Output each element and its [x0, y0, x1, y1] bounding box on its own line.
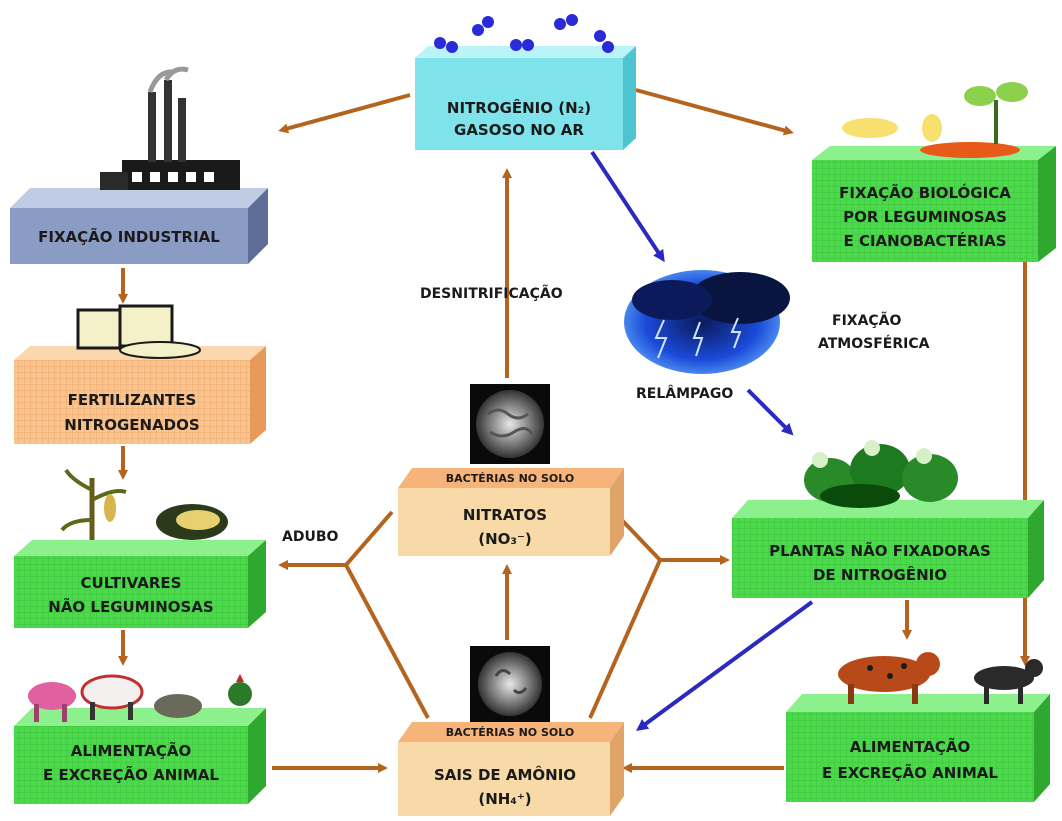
bean-plants-icon: [804, 440, 958, 508]
animal-right-label-line2: E EXCREÇÃO ANIMAL: [822, 763, 998, 782]
ammonifying-bacteria-micrograph-icon: [470, 646, 550, 722]
ammonium-label-line1: SAIS DE AMÔNIO: [434, 765, 576, 784]
fertilizers-label-line1: FERTILIZANTES: [68, 391, 197, 409]
node-non-fixing-plants: PLANTAS NÃO FIXADORAS DE NITROGÊNIO: [732, 500, 1044, 598]
manure-label: ADUBO: [282, 529, 338, 545]
storm-cloud-lightning-icon: [624, 270, 790, 374]
animal-right-label-line1: ALIMENTAÇÃO: [850, 737, 971, 756]
fork-left-upper: [344, 510, 394, 567]
node-animal-feeding-right: ALIMENTAÇÃO E EXCREÇÃO ANIMAL: [786, 694, 1050, 802]
node-n2-gas: NITROGÊNIO (N₂) GASOSO NO AR: [415, 46, 636, 150]
atmospheric-fixation-label-line1: FIXAÇÃO: [832, 312, 902, 329]
fork-right-upper: [616, 514, 662, 562]
nitrates-header: BACTÉRIAS NO SOLO: [446, 472, 574, 485]
node-nitrates: BACTÉRIAS NO SOLO NITRATOS (NO₃⁻): [398, 468, 624, 556]
atmospheric-fixation-label-line2: ATMOSFÉRICA: [818, 335, 930, 352]
nitrates-label-line2: (NO₃⁻): [478, 530, 532, 548]
biological-label-line1: FIXAÇÃO BIOLÓGICA: [839, 183, 1011, 202]
fork-left-lower: [344, 564, 430, 719]
arrow-n2-to-biological: [635, 88, 794, 136]
node-biological-fixation: FIXAÇÃO BIOLÓGICA POR LEGUMINOSAS E CIAN…: [812, 146, 1056, 262]
fertilizer-bags-icon: [76, 304, 201, 359]
arrow-n2-to-industrial: [278, 93, 411, 134]
lightning-label: RELÂMPAGO: [636, 385, 733, 402]
farm-animals-icon: [28, 674, 252, 722]
arrow-lightning-to-plants: [746, 388, 794, 436]
animal-left-label-line2: E EXCREÇÃO ANIMAL: [43, 765, 219, 784]
fork-right-lower: [588, 559, 662, 719]
animal-left-label-line1: ALIMENTAÇÃO: [71, 741, 192, 760]
node-non-legume-crops: CULTIVARES NÃO LEGUMINOSAS: [14, 540, 266, 628]
ammonium-label-line2: (NH₄⁺): [478, 790, 531, 808]
factory-icon: [100, 66, 240, 190]
crops-label-line1: CULTIVARES: [81, 574, 182, 592]
node-animal-feeding-left: ALIMENTAÇÃO E EXCREÇÃO ANIMAL: [14, 708, 266, 804]
node-industrial-fixation: FIXAÇÃO INDUSTRIAL: [10, 188, 268, 264]
nitrates-label-line1: NITRATOS: [463, 506, 547, 524]
n2-label-line1: NITROGÊNIO (N₂): [447, 98, 591, 117]
arrow-n2-to-lightning: [590, 150, 665, 263]
n2-label-line2: GASOSO NO AR: [454, 121, 584, 139]
jaguar-and-wolf-icon: [838, 652, 1043, 704]
n2-molecules-icon: [434, 14, 614, 53]
industrial-label: FIXAÇÃO INDUSTRIAL: [38, 227, 220, 246]
denitrification-label: DESNITRIFICAÇÃO: [420, 285, 563, 302]
legume-seedling-icon: [842, 82, 1028, 158]
node-ammonium-salts: BACTÉRIAS NO SOLO SAIS DE AMÔNIO (NH₄⁺): [398, 722, 624, 816]
node-fertilizers: FERTILIZANTES NITROGENADOS: [14, 346, 266, 444]
arrow-plants-to-ammonium: [635, 600, 814, 731]
biological-label-line2: POR LEGUMINOSAS: [843, 208, 1007, 226]
nitrifying-bacteria-micrograph-icon: [470, 384, 550, 464]
ammonium-header: BACTÉRIAS NO SOLO: [446, 726, 574, 739]
biological-label-line3: E CIANOBACTÉRIAS: [843, 231, 1006, 250]
plants-label-line1: PLANTAS NÃO FIXADORAS: [769, 541, 991, 560]
plants-label-line2: DE NITROGÊNIO: [813, 565, 947, 584]
crops-label-line2: NÃO LEGUMINOSAS: [48, 597, 213, 616]
corn-plant-icon: [60, 468, 228, 540]
fertilizers-label-line2: NITROGENADOS: [64, 416, 199, 434]
